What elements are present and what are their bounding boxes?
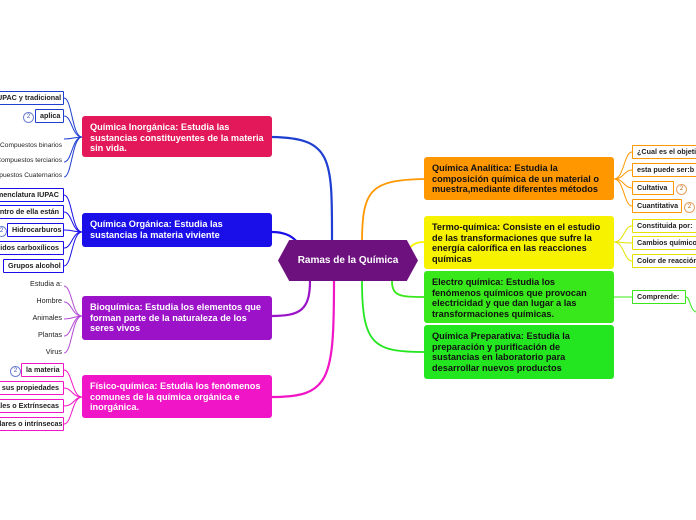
- branch-quimica-preparativa[interactable]: Química Preparativa: Estudia la preparac…: [424, 325, 614, 379]
- leaf-sus-propiedades[interactable]: sus propiedades: [0, 381, 64, 395]
- leaf-cultativa[interactable]: Cultativa: [632, 181, 674, 195]
- leaf-virus[interactable]: Virus: [45, 347, 62, 356]
- count-badge[interactable]: 2: [10, 366, 21, 377]
- leaf-aplica[interactable]: aplica: [35, 109, 64, 123]
- leaf-cual-es-el-objetivo[interactable]: ¿Cual es el objetivo?: [632, 145, 696, 159]
- leaf-acidos-carboxilicos[interactable]: Ácidos carboxílicos: [0, 241, 64, 255]
- leaf-estudia-a[interactable]: Estudia a:: [30, 279, 62, 288]
- leaf-hidrocarburos[interactable]: Hidrocarburos: [7, 223, 64, 237]
- leaf-hombre[interactable]: Hombre: [36, 296, 62, 305]
- branch-bioquimica[interactable]: Bioquímica: Estudia los elementos que fo…: [82, 296, 272, 340]
- leaf-cuantitativa[interactable]: Cuantitativa: [632, 199, 682, 213]
- count-badge[interactable]: 2: [676, 184, 687, 195]
- count-badge[interactable]: 2: [0, 226, 7, 237]
- leaf-nomenclatura-iupac[interactable]: Nomenclatura IUPAC: [0, 188, 64, 202]
- leaf-cambios-quimicos[interactable]: Cambios químicos: [632, 236, 696, 250]
- leaf-plantas[interactable]: Plantas: [38, 330, 62, 339]
- branch-quimica-analitica[interactable]: Química Analítica: Estudia la composició…: [424, 157, 614, 200]
- leaf-la-materia[interactable]: la materia: [21, 363, 64, 377]
- leaf-esta-puede-ser[interactable]: esta puede ser:b: [632, 163, 696, 177]
- leaf-grupos-alcohol[interactable]: Grupos alcohol: [3, 259, 64, 273]
- leaf-compuestos-cuaternarios[interactable]: Compuestos Cuaternarios: [0, 172, 62, 179]
- leaf-particulares-intrinsecas[interactable]: Particulares o intrínsecas: [0, 417, 64, 431]
- central-topic[interactable]: Ramas de la Química: [278, 240, 418, 281]
- leaf-comprende[interactable]: Comprende:: [632, 290, 686, 304]
- leaf-constituida-por[interactable]: Constituida por:: [632, 219, 696, 233]
- leaf-color-de-reaccion[interactable]: Color de reacción: [632, 254, 696, 268]
- branch-fisico-quimica[interactable]: Físico-química: Estudia los fenómenos co…: [82, 375, 272, 418]
- branch-termo-quimica[interactable]: Termo-química: Consiste en el estudio de…: [424, 216, 614, 269]
- count-badge[interactable]: 2: [23, 112, 34, 123]
- leaf-generales-extrinsecas[interactable]: Generales o Extrínsecas: [0, 399, 64, 413]
- branch-quimica-organica[interactable]: Química Orgánica: Estudia las sustancias…: [82, 213, 272, 247]
- count-badge[interactable]: 2: [684, 202, 695, 213]
- leaf-iupac-tradicional[interactable]: IUPAC y tradicional: [0, 91, 64, 105]
- leaf-compuestos-binarios[interactable]: Compuestos binarios: [0, 142, 62, 149]
- branch-quimica-inorganica[interactable]: Química Inorgánica: Estudia las sustanci…: [82, 116, 272, 157]
- branch-electro-quimica[interactable]: Electro química: Estudia los fenómenos q…: [424, 271, 614, 323]
- leaf-dentro-de-ella[interactable]: Dentro de ella están: [0, 205, 64, 219]
- leaf-compuestos-terciarios[interactable]: Compuestos terciarios: [0, 157, 62, 164]
- leaf-animales[interactable]: Animales: [32, 313, 62, 322]
